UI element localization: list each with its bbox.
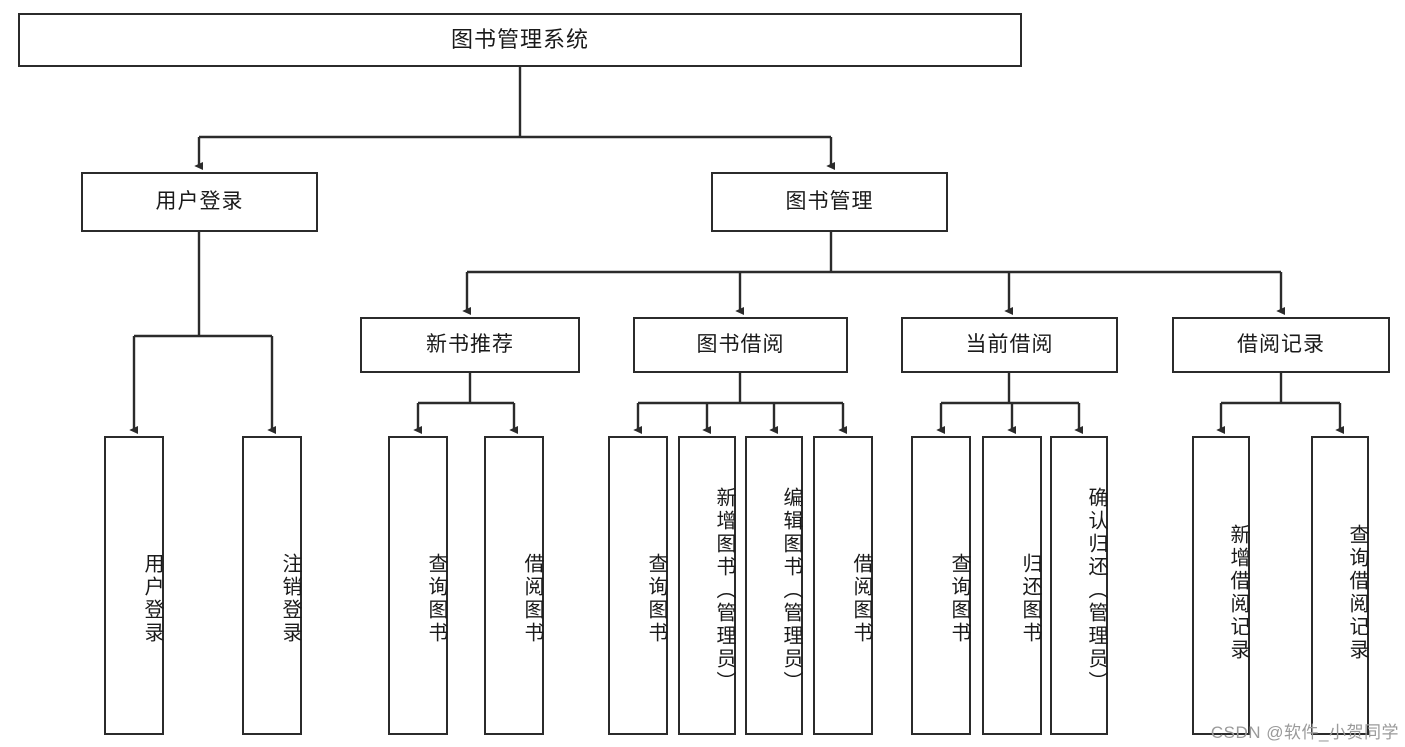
node-leaf-user-logout-label: 注销登录 [279, 552, 301, 645]
node-borrow-record-label: 借阅记录 [1237, 333, 1325, 357]
node-leaf-query-book-2[interactable]: 查询图书 [608, 436, 668, 735]
node-leaf-edit-book[interactable]: 编辑图书（管理员） [745, 436, 803, 735]
node-user-login[interactable]: 用户登录 [81, 172, 318, 232]
watermark: CSDN @软件_小贺同学 [1210, 723, 1399, 742]
node-leaf-confirm-return-label: 确认归还（管理员） [1085, 487, 1107, 694]
node-leaf-query-book-3[interactable]: 查询图书 [911, 436, 971, 735]
node-leaf-return-book[interactable]: 归还图书 [982, 436, 1042, 735]
node-leaf-borrow-book-2-label: 借阅图书 [850, 552, 872, 645]
node-book-borrow-label: 图书借阅 [696, 333, 785, 357]
node-book-manage[interactable]: 图书管理 [711, 172, 948, 232]
node-leaf-user-logout[interactable]: 注销登录 [242, 436, 302, 735]
node-leaf-user-login[interactable]: 用户登录 [104, 436, 164, 735]
node-leaf-add-book[interactable]: 新增图书（管理员） [678, 436, 736, 735]
node-root-label: 图书管理系统 [450, 26, 589, 52]
node-leaf-edit-book-label: 编辑图书（管理员） [780, 487, 802, 694]
node-new-book-recommend[interactable]: 新书推荐 [360, 317, 580, 373]
node-leaf-return-book-label: 归还图书 [1019, 552, 1041, 645]
node-root[interactable]: 图书管理系统 [18, 13, 1022, 67]
node-borrow-record[interactable]: 借阅记录 [1172, 317, 1390, 373]
node-leaf-add-book-label: 新增图书（管理员） [713, 487, 735, 694]
node-book-manage-label: 图书管理 [785, 190, 874, 214]
node-current-borrow-label: 当前借阅 [965, 333, 1054, 357]
node-leaf-borrow-book-1[interactable]: 借阅图书 [484, 436, 544, 735]
node-leaf-query-book-1[interactable]: 查询图书 [388, 436, 448, 735]
node-leaf-query-record[interactable]: 查询借阅记录 [1311, 436, 1369, 735]
node-leaf-add-record[interactable]: 新增借阅记录 [1192, 436, 1250, 735]
node-leaf-confirm-return[interactable]: 确认归还（管理员） [1050, 436, 1108, 735]
node-leaf-borrow-book-1-label: 借阅图书 [521, 552, 543, 645]
node-leaf-query-book-1-label: 查询图书 [425, 552, 447, 645]
node-leaf-query-record-label: 查询借阅记录 [1346, 523, 1368, 662]
node-leaf-query-book-3-label: 查询图书 [948, 552, 970, 645]
node-leaf-borrow-book-2[interactable]: 借阅图书 [813, 436, 873, 735]
node-book-borrow[interactable]: 图书借阅 [633, 317, 848, 373]
node-current-borrow[interactable]: 当前借阅 [901, 317, 1118, 373]
node-leaf-user-login-label: 用户登录 [141, 552, 163, 645]
node-leaf-add-record-label: 新增借阅记录 [1227, 523, 1249, 662]
node-user-login-label: 用户登录 [155, 190, 244, 214]
node-leaf-query-book-2-label: 查询图书 [645, 552, 667, 645]
node-new-book-recommend-label: 新书推荐 [426, 333, 514, 357]
